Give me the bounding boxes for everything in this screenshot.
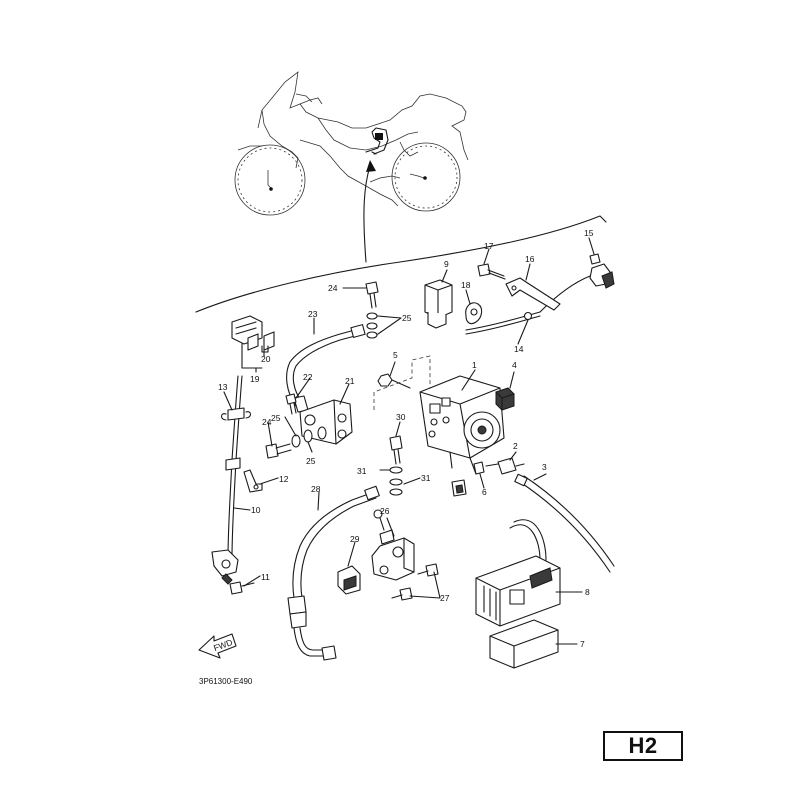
clamp-18 bbox=[465, 302, 483, 325]
callout-31-lower: 31 bbox=[421, 473, 431, 483]
callout-25-mid: 25 bbox=[306, 456, 316, 466]
connector-abs bbox=[451, 479, 467, 497]
bolt-22 bbox=[285, 393, 297, 415]
callout-26: 26 bbox=[380, 506, 390, 516]
callout-18: 18 bbox=[461, 280, 471, 290]
diagram-code: 3P61300-E490 bbox=[199, 677, 253, 686]
bolt-11 bbox=[229, 581, 255, 595]
fwd-arrow: FWD bbox=[198, 633, 237, 659]
callout-9: 9 bbox=[444, 259, 449, 269]
callout-30: 30 bbox=[396, 412, 406, 422]
callout-3: 3 bbox=[542, 462, 547, 472]
joint-26 bbox=[371, 509, 415, 581]
relay-9 bbox=[424, 279, 453, 329]
callout-17: 17 bbox=[484, 241, 494, 251]
callout-29: 29 bbox=[350, 534, 360, 544]
clamp-12 bbox=[243, 469, 263, 493]
callout-24: 24 bbox=[328, 283, 338, 293]
callout-31: 31 bbox=[357, 466, 367, 476]
bolt-30 bbox=[389, 435, 403, 465]
hose-28 bbox=[287, 485, 380, 661]
cable-3 bbox=[514, 473, 615, 573]
nut-5 bbox=[377, 373, 411, 389]
callout-19: 19 bbox=[250, 374, 260, 384]
callout-4: 4 bbox=[512, 360, 517, 370]
washers-25-lower bbox=[291, 426, 327, 448]
sensor-lead-10 bbox=[211, 375, 252, 585]
fitting-2 bbox=[485, 457, 525, 475]
motorcycle-overview bbox=[234, 71, 469, 216]
callout-1: 1 bbox=[472, 360, 477, 370]
leader-lines bbox=[223, 237, 595, 645]
hose-23 bbox=[286, 324, 366, 413]
callout-25-lower: 25 bbox=[271, 413, 281, 423]
callout-8: 8 bbox=[585, 587, 590, 597]
callout-21: 21 bbox=[345, 376, 355, 386]
callout-23: 23 bbox=[308, 309, 318, 319]
callout-28: 28 bbox=[311, 484, 321, 494]
sensor-15 bbox=[539, 253, 615, 313]
clamp-29 bbox=[337, 565, 361, 595]
callout-7: 7 bbox=[580, 639, 585, 649]
callout-16: 16 bbox=[525, 254, 535, 264]
callout-22: 22 bbox=[303, 372, 313, 382]
ecu-8 bbox=[475, 519, 561, 627]
callout-13: 13 bbox=[218, 382, 228, 392]
washers-25-top bbox=[366, 312, 378, 339]
callout-15: 15 bbox=[584, 228, 594, 238]
callout-12: 12 bbox=[279, 474, 289, 484]
callout-20: 20 bbox=[261, 354, 271, 364]
page-number: H2 bbox=[628, 733, 658, 758]
callout-6: 6 bbox=[482, 487, 487, 497]
leader-arrow bbox=[363, 160, 376, 263]
clip-6 bbox=[473, 461, 485, 475]
callout-5: 5 bbox=[393, 350, 398, 360]
callout-24-lower: 24 bbox=[262, 417, 272, 427]
bolt-24 bbox=[365, 281, 379, 309]
phantom-line bbox=[373, 355, 431, 410]
callout-11: 11 bbox=[261, 572, 270, 582]
callout-27: 27 bbox=[440, 593, 450, 603]
module-7 bbox=[489, 619, 559, 669]
bracket-16 bbox=[505, 277, 561, 311]
detail-boundary bbox=[195, 215, 607, 313]
callout-2: 2 bbox=[513, 441, 518, 451]
abs-unit-1 bbox=[419, 375, 505, 475]
callout-14: 14 bbox=[514, 344, 524, 354]
cap-4 bbox=[495, 387, 515, 411]
washers-31 bbox=[389, 466, 403, 496]
bolt-17 bbox=[477, 263, 506, 280]
bolt-24-lower bbox=[265, 443, 292, 459]
callout-25: 25 bbox=[402, 313, 412, 323]
connector-19-20 bbox=[231, 315, 275, 369]
page-indicator: H2 bbox=[603, 731, 683, 761]
bolts-27 bbox=[391, 563, 439, 601]
callout-10: 10 bbox=[251, 505, 261, 515]
callouts: 1 2 3 4 5 6 7 8 9 10 11 12 13 14 15 16 1… bbox=[218, 228, 594, 649]
